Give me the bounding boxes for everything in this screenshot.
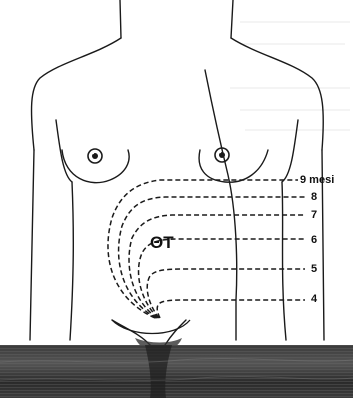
torso-outline <box>30 0 324 345</box>
center-label: ΘT <box>150 233 174 252</box>
curve-9-months <box>108 180 298 318</box>
neck-right <box>231 0 233 38</box>
arm-left <box>30 150 34 340</box>
label-month-9: 9 mesi <box>300 174 334 186</box>
background-bleed <box>230 22 350 130</box>
curve-7-months <box>129 215 305 318</box>
curve-4-months <box>157 300 305 318</box>
fundal-height-labels: 9 mesi 8 7 6 5 4 <box>300 174 334 305</box>
photo-band <box>0 345 353 398</box>
side-left <box>70 182 73 340</box>
shoulder-right <box>231 38 323 150</box>
armpit-right <box>282 120 298 182</box>
label-month-6: 6 <box>311 234 317 246</box>
armpit-left <box>56 120 72 182</box>
shoulder-left <box>32 38 121 150</box>
label-month-4: 4 <box>311 293 318 305</box>
nipple-left <box>88 149 102 163</box>
label-month-5: 5 <box>311 263 317 275</box>
side-right <box>282 182 286 340</box>
fundal-height-curves <box>108 180 305 318</box>
breast-right <box>199 150 268 182</box>
label-month-7: 7 <box>311 209 317 221</box>
neck-left <box>120 0 121 38</box>
curve-5-months <box>147 269 305 318</box>
label-month-8: 8 <box>311 191 317 203</box>
